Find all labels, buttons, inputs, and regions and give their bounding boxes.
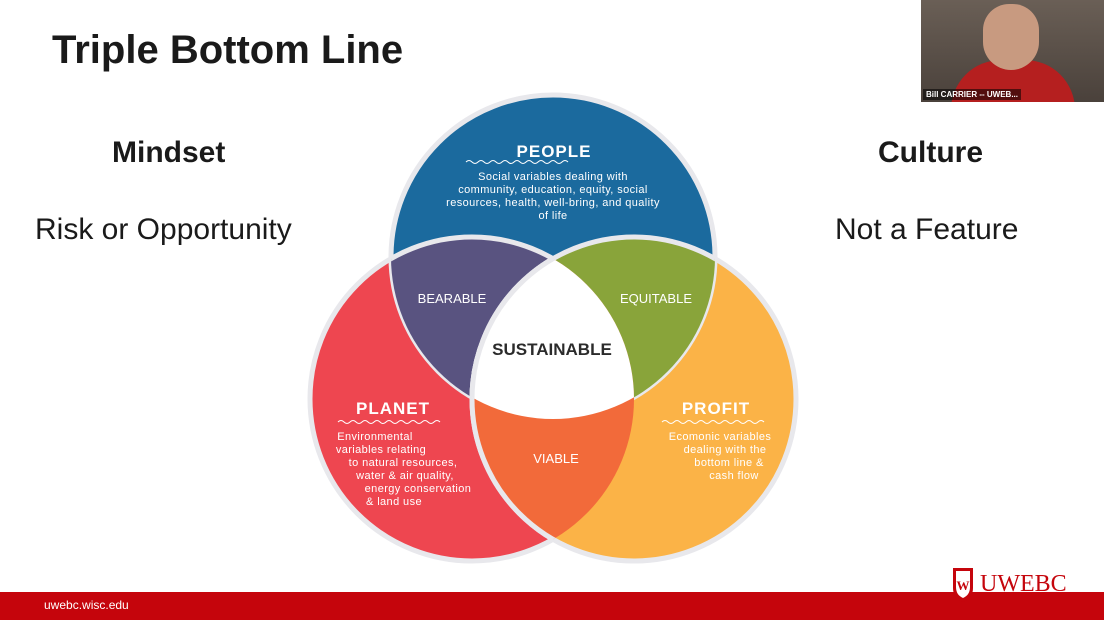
video-tile[interactable]: Bill CARRIER -- UWEB...: [921, 0, 1104, 102]
people-desc-line-1: Social variables dealing with: [478, 171, 628, 183]
footer-url: uwebc.wisc.edu: [44, 598, 129, 612]
planet-desc-line-1: Environmental: [337, 431, 413, 443]
planet-desc-line-4: water & air quality,: [355, 470, 454, 482]
profit-desc-line-2: dealing with the: [684, 444, 767, 456]
planet-title: PLANET: [356, 399, 430, 418]
sustainable-label: SUSTAINABLE: [492, 340, 612, 359]
viable-label: VIABLE: [533, 451, 579, 466]
planet-desc-line-6: & land use: [366, 496, 422, 508]
culture-heading: Culture: [878, 136, 983, 169]
people-desc-line-4: of life: [538, 210, 567, 222]
people-title: PEOPLE: [517, 142, 592, 161]
bearable-label: BEARABLE: [418, 291, 487, 306]
planet-desc-line-3: to natural resources,: [349, 457, 458, 469]
svg-text:W: W: [957, 578, 970, 593]
equitable-label: EQUITABLE: [620, 291, 692, 306]
planet-desc-line-2: variables relating: [336, 444, 426, 456]
profit-desc-line-3: bottom line &: [694, 457, 764, 469]
brand-logo: W UWEBC: [950, 562, 1067, 606]
crest-icon: W: [953, 568, 973, 602]
presenter-name-label: Bill CARRIER -- UWEB...: [923, 89, 1021, 100]
planet-desc-line-5: energy conservation: [365, 483, 472, 495]
people-desc-line-3: resources, health, well-bring, and quali…: [446, 197, 660, 209]
culture-text: Not a Feature: [835, 213, 1019, 246]
people-desc-line-2: community, education, equity, social: [458, 184, 647, 196]
mindset-heading: Mindset: [112, 136, 226, 169]
mindset-text: Risk or Opportunity: [35, 213, 292, 246]
footer-bar: [0, 592, 1104, 620]
profit-title: PROFIT: [682, 399, 750, 418]
profit-desc-line-1: Ecomonic variables: [669, 431, 772, 443]
profit-desc-line-4: cash flow: [709, 470, 758, 482]
presenter-avatar: [983, 4, 1039, 70]
brand-text: UWEBC: [980, 570, 1067, 597]
slide-title: Triple Bottom Line: [52, 28, 404, 72]
